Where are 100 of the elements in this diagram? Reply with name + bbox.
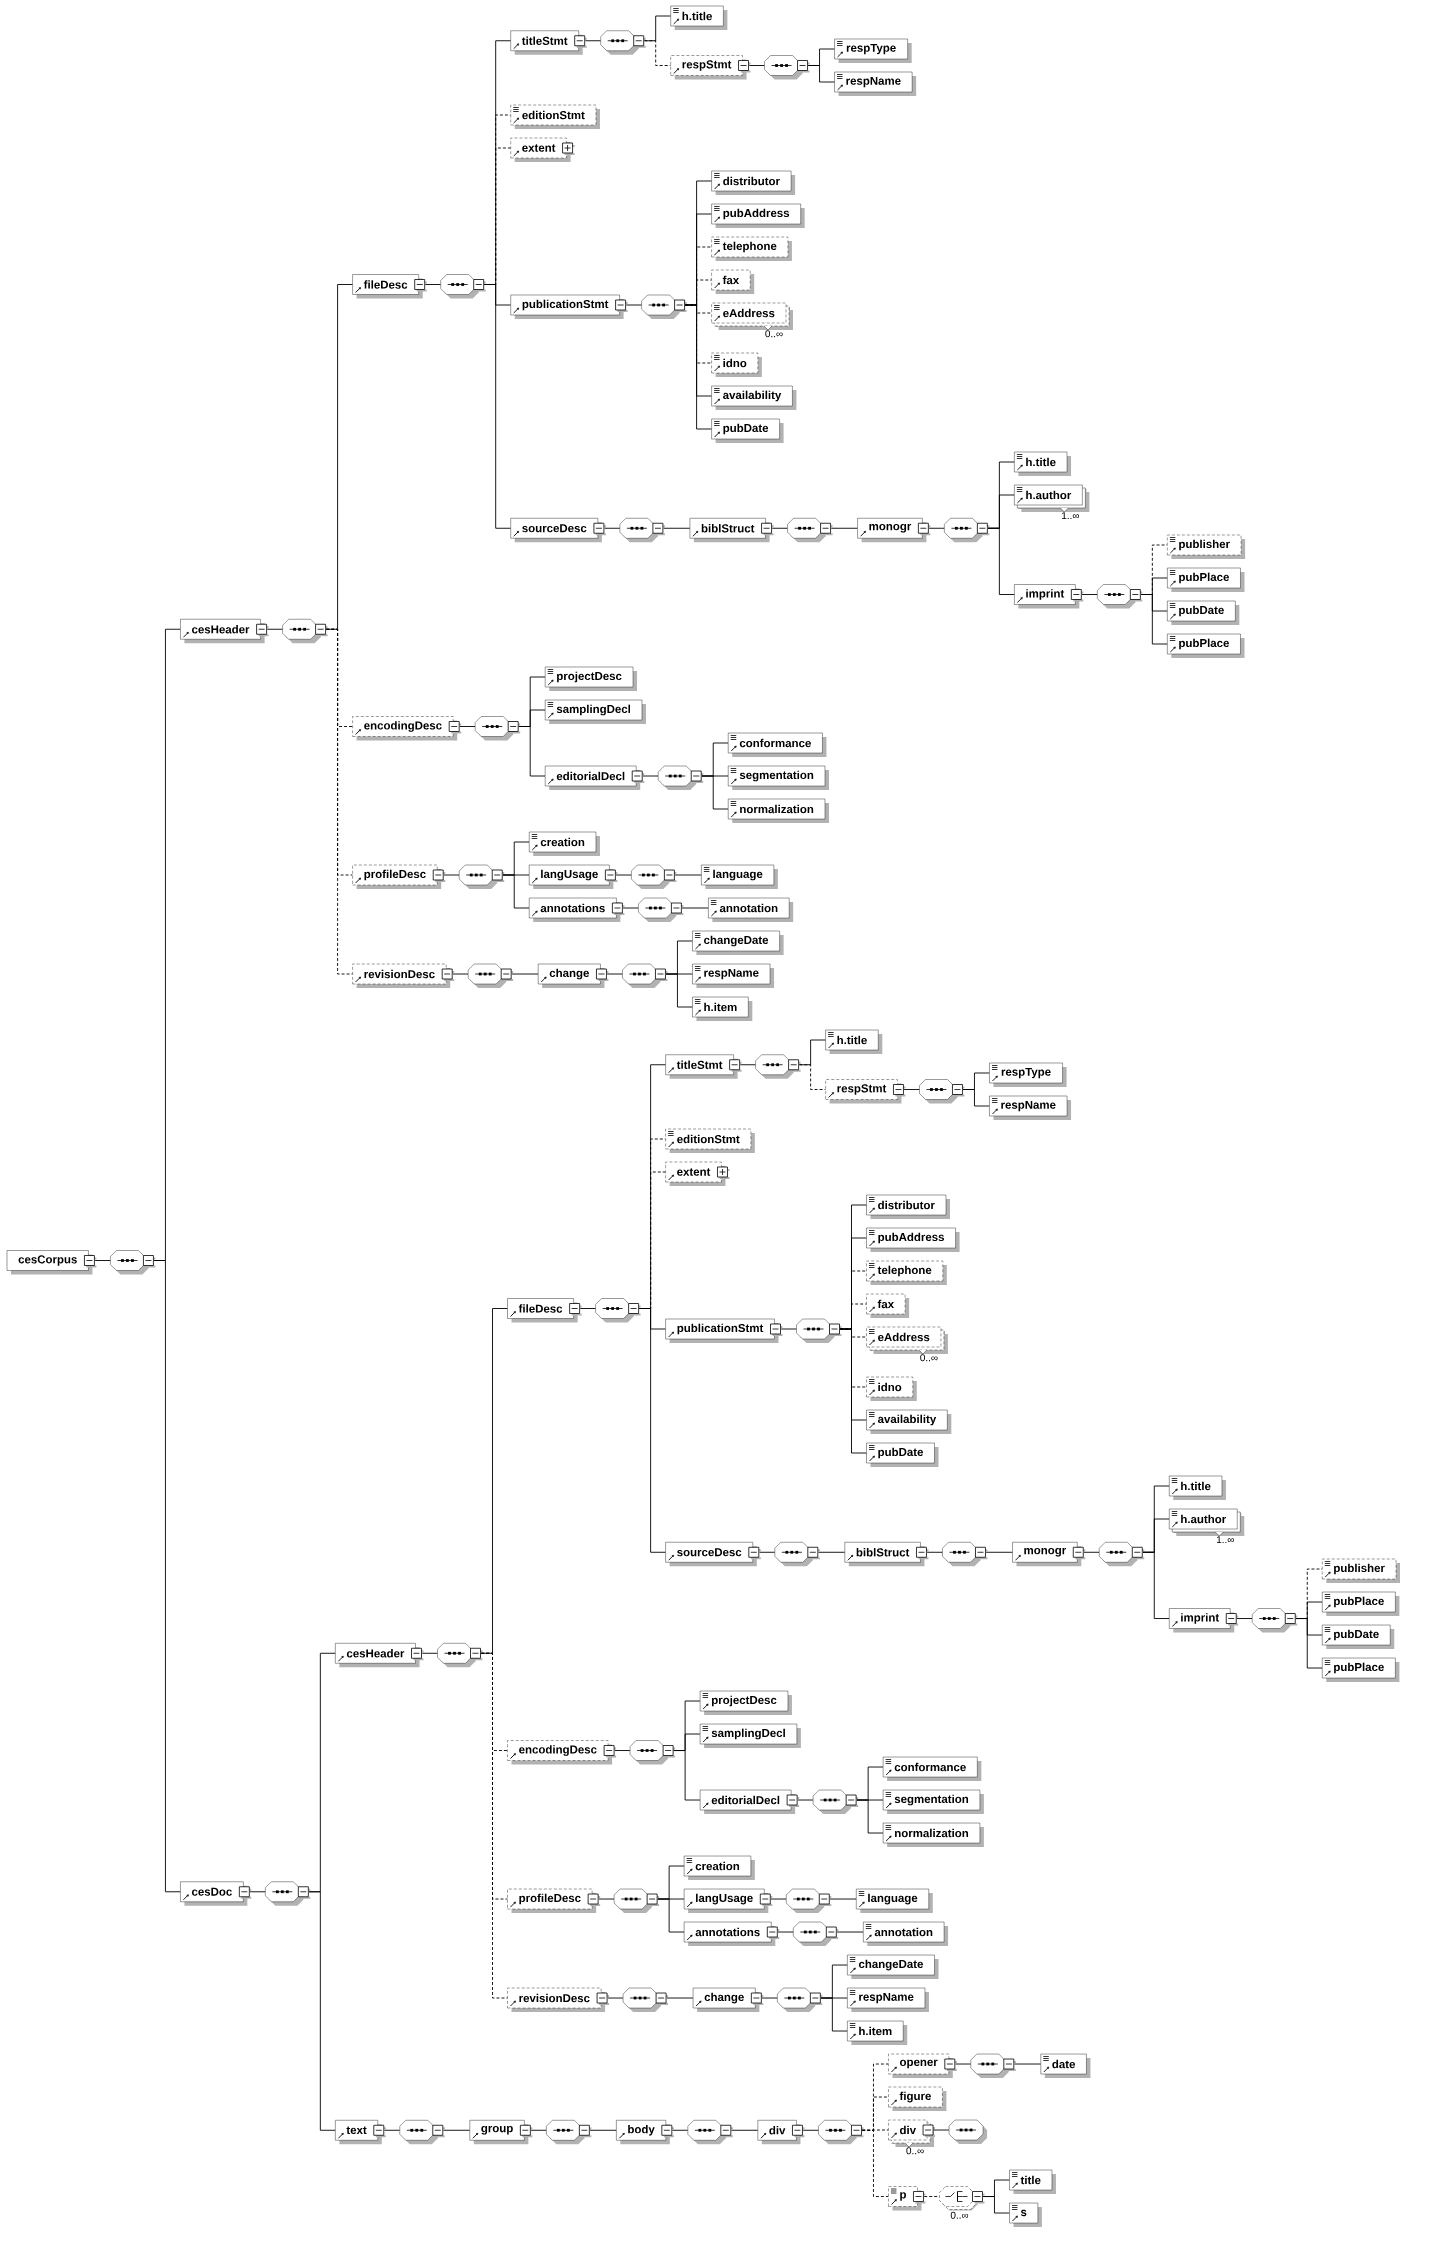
compositor-symbol (638, 897, 684, 922)
compositor-symbol (641, 294, 687, 319)
element-box: change (692, 1987, 764, 2012)
element-box: availability (711, 385, 797, 410)
element-box: respName (834, 71, 917, 96)
element-box: creation (683, 1855, 755, 1880)
element-box: idno (711, 352, 762, 377)
element-box: creation (529, 831, 600, 856)
occurrence-label: 1..∞ (1216, 1536, 1234, 1544)
element-box: div (888, 2119, 936, 2148)
compositor-symbol (942, 1542, 988, 1567)
element-box: langUsage (529, 864, 618, 889)
connector-line (657, 1898, 685, 1933)
compositor-symbol (600, 30, 646, 55)
connector-line (579, 1308, 596, 1309)
connector-line (638, 1308, 666, 1553)
element-box: availability (866, 1409, 952, 1434)
element-box: fileDesc (352, 274, 427, 299)
compositor-symbol (546, 2120, 592, 2145)
element-box: h.author (1169, 1508, 1245, 1537)
connector-line (681, 907, 709, 909)
connector-line (955, 2063, 972, 2065)
element-box: language (701, 864, 778, 889)
element-box: telephone (866, 1260, 947, 1285)
element-box: pubDate (1167, 600, 1240, 625)
connector-line (443, 874, 460, 876)
connector-line (530, 2129, 547, 2131)
element-box: editionStmt (510, 104, 600, 129)
compositor-symbol (459, 864, 505, 889)
connector-line (926, 1551, 943, 1553)
element-box: encodingDesc (507, 1740, 617, 1765)
element-box: titleStmt (665, 1054, 742, 1079)
connector-line (829, 1898, 857, 1900)
compositor-symbol (948, 2119, 988, 2144)
connector-line (820, 1997, 848, 2032)
connector-line (604, 527, 621, 529)
element-box: respStmt (825, 1079, 906, 1104)
element-box: projectDesc (545, 666, 638, 691)
connector-line (622, 907, 639, 909)
connector-line (807, 65, 835, 83)
connector-line (1295, 1618, 1323, 1669)
element-box: figure (888, 2086, 947, 2111)
connector-line (928, 527, 945, 529)
element-box: p (888, 2186, 926, 2211)
element-box: pubAddress (866, 1227, 960, 1252)
compositor-symbol (793, 1921, 839, 1946)
connector-line (666, 1997, 694, 1999)
element-box: respStmt (670, 55, 751, 80)
element-box: samplingDecl (545, 699, 646, 724)
connector-line (739, 1064, 756, 1066)
element-box: segmentation (882, 1789, 984, 1814)
element-box: imprint (1169, 1608, 1239, 1633)
element-box: telephone (711, 236, 792, 261)
element-box: profileDesc (352, 864, 446, 889)
connector-line (771, 527, 788, 529)
element-box: langUsage (683, 1888, 773, 1913)
connector-line (459, 726, 476, 727)
connector-line (748, 65, 765, 66)
compositor-symbol (777, 1987, 823, 2012)
compositor-symbol (1252, 1608, 1298, 1633)
element-box: annotation (863, 1921, 949, 1946)
element-box: respType (834, 38, 912, 63)
element-box: profileDesc (507, 1888, 601, 1913)
element-box: pubPlace (1167, 567, 1245, 592)
element-box: sourceDesc (665, 1542, 761, 1567)
element-box: samplingDecl (699, 1723, 801, 1748)
compositor-symbol (818, 2120, 864, 2145)
compositor-symbol (939, 2186, 985, 2211)
element-box: publicationStmt (510, 294, 628, 319)
compositor-symbol (631, 864, 677, 889)
element-box: fax (866, 1293, 910, 1318)
connector-line (923, 2196, 940, 2197)
occurrence-label: 0..∞ (906, 2147, 924, 2155)
compositor-symbol (282, 619, 328, 644)
element-box: fileDesc (507, 1298, 582, 1323)
connector-line (663, 527, 691, 529)
connector-line (584, 40, 601, 42)
element-box: eAddress (711, 302, 793, 331)
connector-line (94, 1260, 111, 1261)
element-box: titleStmt (510, 30, 587, 55)
connector-line (614, 1750, 631, 1751)
element-box: fax (711, 269, 755, 294)
connector-line (483, 284, 511, 529)
element-box: text (335, 2120, 386, 2145)
compositor-symbol (622, 1987, 669, 2012)
connector-line (1014, 2063, 1042, 2065)
connector-line (642, 775, 659, 777)
connector-line (759, 1551, 776, 1553)
element-box: sourceDesc (510, 518, 606, 543)
element-box: cesHeader (335, 1643, 424, 1668)
compositor-symbol (796, 1318, 842, 1343)
compositor-symbol (755, 1054, 801, 1079)
element-box: div (757, 2120, 805, 2145)
connector-line (607, 1997, 624, 1999)
element-box: monogr (857, 518, 931, 543)
element-box: extent (510, 137, 575, 162)
connector-line (518, 726, 546, 777)
connector-line (266, 628, 283, 630)
element-box: eAddress (866, 1326, 948, 1355)
connector-line (625, 304, 642, 306)
